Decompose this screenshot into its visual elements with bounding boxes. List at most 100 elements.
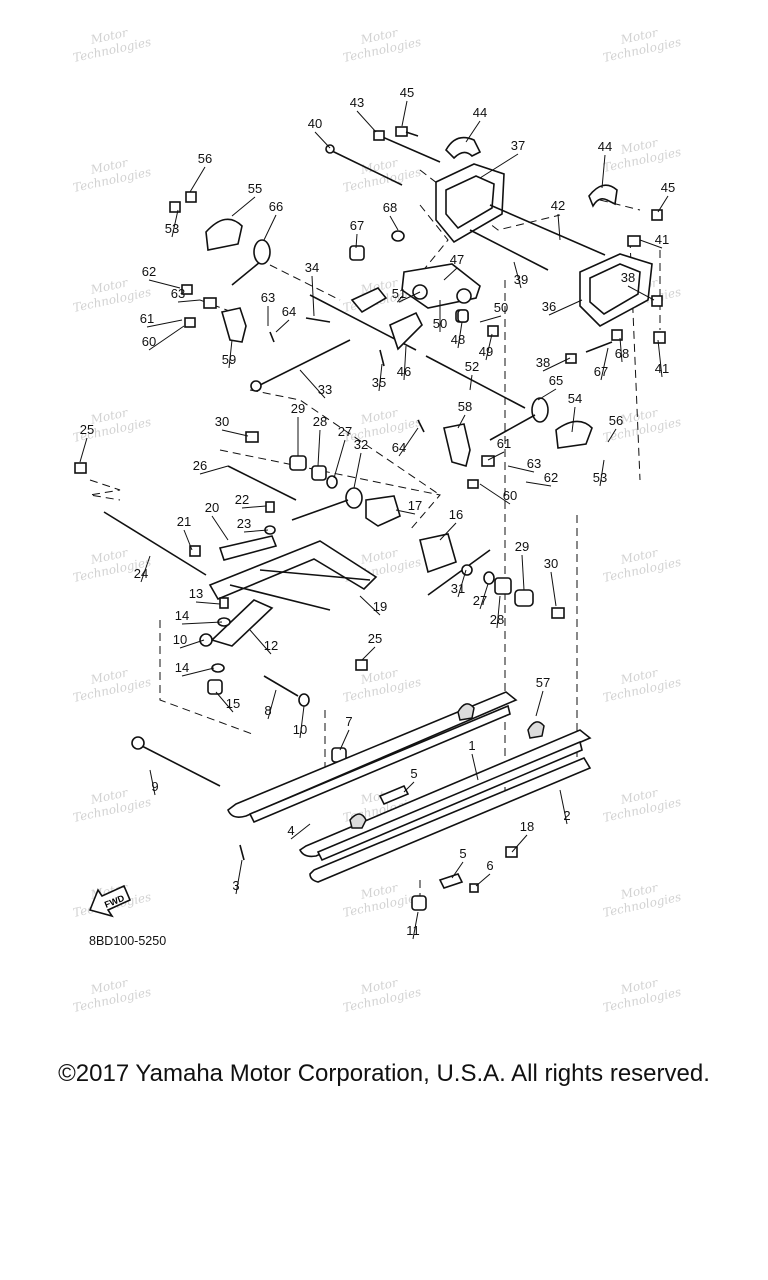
callout-leader — [537, 388, 557, 401]
callout-leader — [395, 509, 416, 515]
callout-leader — [378, 363, 383, 392]
callout-leader — [398, 291, 421, 303]
callout-leader — [263, 214, 277, 241]
callout-leader — [535, 690, 544, 717]
callout-number: 66 — [269, 199, 283, 214]
callout-leader — [465, 120, 481, 143]
callout-number: 29 — [291, 401, 305, 416]
callout-number: 63 — [171, 286, 185, 301]
callout-leader — [299, 705, 305, 739]
callout-leader — [457, 569, 467, 598]
callout-number: 25 — [80, 422, 94, 437]
callout-leader — [189, 166, 206, 193]
callout-number: 33 — [318, 382, 332, 397]
callout-number: 67 — [594, 364, 608, 379]
callout-number: 4 — [287, 823, 294, 838]
callout-leader — [443, 267, 458, 281]
callout-number: 67 — [350, 218, 364, 233]
callout-number: 17 — [408, 498, 422, 513]
callout-leader — [475, 873, 491, 887]
callout-number: 31 — [451, 581, 465, 596]
callout-number: 37 — [511, 138, 525, 153]
callout-leader — [149, 769, 156, 796]
callout-number: 68 — [383, 200, 397, 215]
callout-leader — [398, 427, 419, 457]
callout-leader — [479, 315, 502, 323]
callout-leader — [183, 529, 193, 551]
callout-number: 36 — [542, 299, 556, 314]
parts-drawing — [74, 126, 666, 911]
callout-leader — [521, 554, 525, 591]
callout-leader — [181, 621, 223, 625]
callout-leader — [607, 428, 617, 443]
callout-leader — [356, 110, 377, 133]
callout-leader — [215, 691, 234, 713]
callout-number: 38 — [621, 270, 635, 285]
callout-number: 55 — [248, 181, 262, 196]
callout-leader — [290, 823, 311, 840]
callout-number: 39 — [514, 272, 528, 287]
callout-number: 23 — [237, 516, 251, 531]
callout-leader — [511, 834, 528, 853]
callout-leader — [359, 595, 381, 616]
callout-number: 27 — [473, 593, 487, 608]
callout-leader — [601, 154, 606, 189]
callout-number: 22 — [235, 492, 249, 507]
callout-leader — [479, 483, 511, 505]
callout-number: 63 — [261, 290, 275, 305]
callout-leader — [403, 345, 407, 381]
callout-leader — [439, 522, 457, 541]
callout-number: 65 — [549, 373, 563, 388]
callout-number: 30 — [544, 556, 558, 571]
callout-leader — [79, 437, 88, 463]
callout-number: 8 — [264, 703, 271, 718]
callout-number: 64 — [392, 440, 406, 455]
callout-leader — [513, 261, 522, 289]
callout-number: 5 — [410, 766, 417, 781]
callout-leader — [600, 347, 609, 381]
callout-number: 16 — [449, 507, 463, 522]
callout-leader — [657, 195, 669, 213]
callout-leader — [179, 639, 205, 649]
callout-number: 25 — [368, 631, 382, 646]
callout-number: 52 — [465, 359, 479, 374]
callout-number: 56 — [198, 151, 212, 166]
callout-number: 61 — [497, 436, 511, 451]
callout-number: 3 — [232, 878, 239, 893]
callout-number: 48 — [451, 332, 465, 347]
callout-number: 38 — [536, 355, 550, 370]
callout-leader — [542, 357, 571, 372]
callout-number: 12 — [264, 638, 278, 653]
callout-number: 9 — [151, 779, 158, 794]
callout-leader — [403, 781, 415, 793]
callout-leader — [559, 789, 568, 825]
callout-leader — [457, 414, 466, 429]
callout-number: 56 — [609, 413, 623, 428]
callout-number: 68 — [615, 346, 629, 361]
callout-leader — [353, 452, 362, 489]
callout-number: 50 — [433, 316, 447, 331]
callout-leader — [451, 861, 464, 879]
callout-leader — [267, 689, 277, 720]
callout-leader — [571, 406, 576, 433]
callout-number: 41 — [655, 232, 669, 247]
callout-leader — [314, 131, 331, 149]
callout-number: 24 — [134, 566, 148, 581]
callout-leader — [140, 555, 151, 583]
callout-leader — [299, 369, 326, 399]
callout-leader — [401, 100, 408, 127]
callout-labels: 1234556789101011121314141516171819202122… — [80, 85, 675, 938]
callout-number: 50 — [494, 300, 508, 315]
callout-number: 34 — [305, 260, 319, 275]
callout-number: 47 — [450, 252, 464, 267]
callout-leader — [639, 239, 663, 249]
callout-leader — [627, 285, 655, 301]
callout-leader — [275, 319, 290, 333]
callout-number: 32 — [354, 437, 368, 452]
callout-leader — [228, 339, 233, 369]
callout-number: 35 — [372, 375, 386, 390]
callout-number: 44 — [598, 139, 612, 154]
callout-number: 19 — [373, 599, 387, 614]
callout-number: 44 — [473, 105, 487, 120]
